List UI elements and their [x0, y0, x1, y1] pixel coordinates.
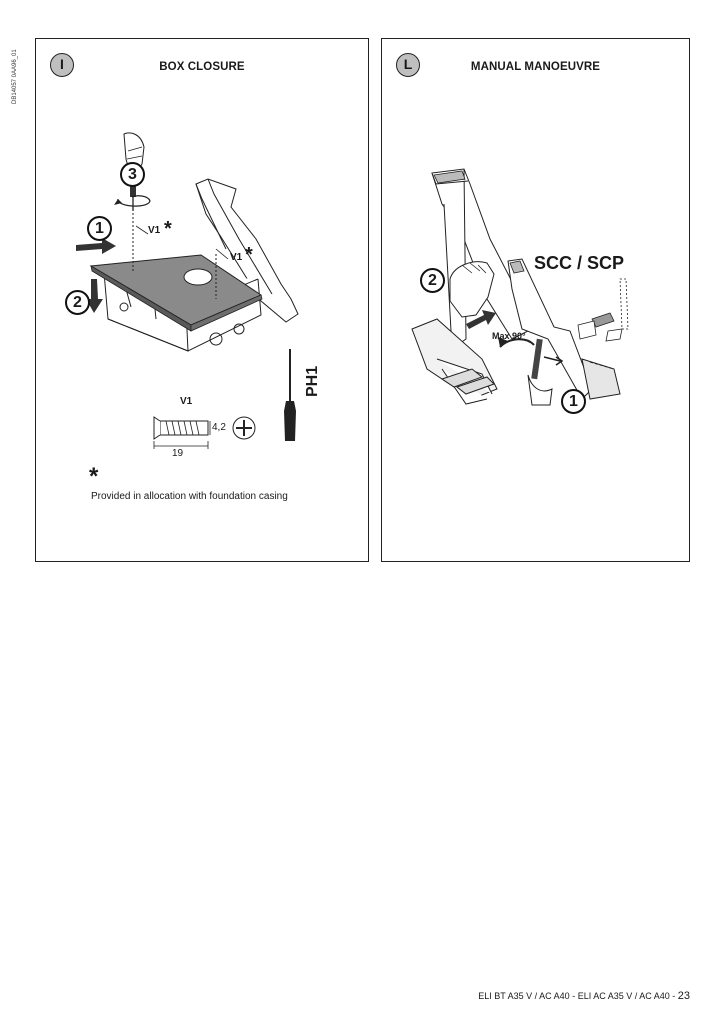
page-footer: ELI BT A35 V / AC A40 - ELI AC A35 V / A… — [478, 990, 690, 1002]
note-asterisk: * — [89, 463, 99, 490]
step-3-marker: 3 — [120, 162, 145, 187]
screw-title: V1 — [180, 396, 193, 407]
step-1-marker: 1 — [87, 216, 112, 241]
angle-label: Max 90° — [492, 331, 526, 341]
page-number: 23 — [677, 990, 690, 1002]
note-text: Provided in allocation with foundation c… — [91, 491, 288, 502]
panel-manual-manoeuvre: L MANUAL MANOEUVRE — [381, 38, 690, 562]
asterisk-a: * — [164, 218, 172, 240]
document-code: DB14057 0AA96_01 — [12, 49, 18, 104]
screw-diameter: 4,2 — [212, 422, 226, 433]
box-closure-illustration — [76, 132, 299, 449]
panel-badge: I — [50, 53, 74, 77]
panel-title: BOX CLOSURE — [159, 61, 245, 73]
screw-label-v1-a: V1 — [148, 225, 161, 236]
panel-title: MANUAL MANOEUVRE — [470, 61, 601, 73]
manual-manoeuvre-illustration — [411, 168, 629, 406]
panel-box-closure: I BOX CLOSURE — [35, 38, 369, 562]
model-label: SCC / SCP — [534, 253, 625, 273]
asterisk-b: * — [245, 244, 253, 266]
screw-length: 19 — [172, 448, 184, 459]
screwdriver-label: PH1 — [304, 365, 321, 397]
step-2-marker: 2 — [65, 290, 90, 315]
screw-label-v1-b: V1 — [230, 252, 243, 263]
step-1-marker: 1 — [561, 389, 586, 414]
panel-badge: L — [396, 53, 420, 77]
footer-text: ELI BT A35 V / AC A40 - ELI AC A35 V / A… — [478, 991, 678, 1001]
step-2-marker: 2 — [420, 268, 445, 293]
